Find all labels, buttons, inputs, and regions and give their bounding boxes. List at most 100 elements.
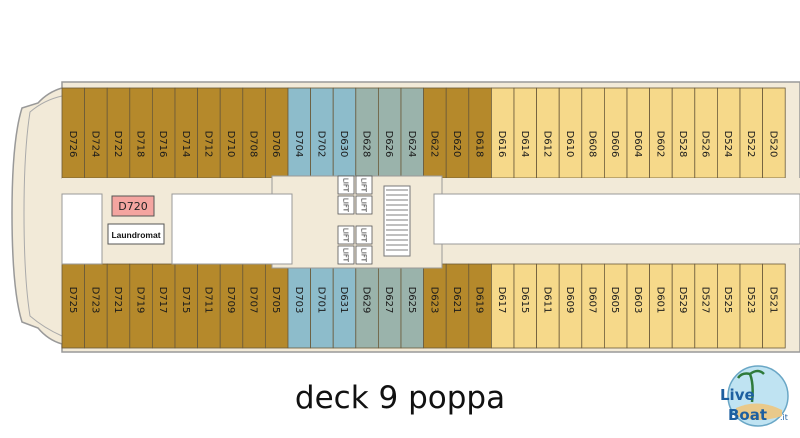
cabin-label: D523 (745, 287, 756, 314)
cabin-d603: D603 (626, 263, 651, 349)
cabin-box (762, 263, 786, 349)
cabin-d615: D615 (513, 263, 538, 349)
cabin-d631: D631 (332, 263, 357, 349)
cabin-label: D614 (519, 131, 530, 158)
cabin-label: D520 (767, 131, 778, 158)
cabin-d608: D608 (581, 87, 605, 179)
cabin-d528: D528 (671, 87, 696, 179)
cabin-d529: D529 (671, 263, 696, 349)
lift-label: LIFT (342, 178, 350, 193)
cabin-label: D608 (587, 131, 598, 158)
liveboat-logo[interactable]: Live Boat .it (716, 358, 798, 432)
cabin-label: D704 (293, 131, 304, 158)
lift-box (337, 195, 355, 215)
cabin-label: D706 (270, 131, 281, 158)
cabin-label: D701 (315, 287, 326, 314)
cabin-label: D527 (700, 287, 711, 314)
cabin-d618: D618 (468, 87, 492, 179)
cabin-d527: D527 (694, 263, 718, 349)
cabin-label: D726 (67, 131, 78, 158)
cabin-label: D717 (157, 287, 168, 314)
cabin-label: D623 (428, 287, 439, 314)
cabin-label: D709 (225, 287, 236, 314)
cabin-d708: D708 (242, 87, 266, 179)
cabin-d626: D626 (377, 87, 402, 179)
cabin-label: D622 (428, 131, 439, 158)
cabin-label: D702 (315, 131, 326, 158)
cabin-d521: D521 (762, 263, 786, 349)
cabin-label: D601 (654, 287, 665, 314)
cabin-label: D529 (677, 287, 688, 314)
staircase (383, 185, 411, 257)
cabin-d625: D625 (400, 263, 425, 349)
cabin-label: D719 (135, 287, 146, 314)
island-icon (736, 403, 782, 420)
logo-text-live: Live (720, 386, 755, 404)
cabin-label: D525 (722, 287, 733, 314)
cabin-d630: D630 (332, 87, 357, 179)
cabin-label: D621 (451, 287, 462, 314)
cabin-d725: D725 (61, 263, 86, 349)
cabin-d523: D523 (739, 263, 764, 349)
cabin-d623: D623 (423, 263, 447, 349)
cabin-d617: D617 (490, 263, 515, 349)
forward-void (433, 193, 800, 245)
cabin-label: D605 (609, 287, 620, 314)
cabin-label: D724 (89, 131, 100, 158)
cabin-d602: D602 (649, 87, 673, 179)
cabin-label: D606 (609, 131, 620, 158)
cabin-d605: D605 (604, 263, 628, 349)
cabin-label: D723 (89, 287, 100, 314)
cabin-label: D607 (587, 287, 598, 314)
cabin-d627: D627 (377, 263, 402, 349)
logo-text-boat: Boat (728, 406, 767, 424)
cabin-d629: D629 (355, 263, 379, 349)
hull-inner-line (23, 95, 63, 337)
lift-label: LIFT (360, 178, 368, 193)
cabin-label: D618 (474, 131, 485, 158)
laundromat (107, 223, 165, 245)
cabin-label: D624 (406, 131, 417, 158)
cabin-label: D526 (700, 131, 711, 158)
cabin-d610: D610 (558, 87, 583, 179)
cabin-label: D631 (338, 287, 349, 314)
cabin-d719: D719 (129, 263, 153, 349)
palm-icon (736, 369, 765, 403)
cabin-label: D703 (293, 287, 304, 314)
cabin-d616: D616 (490, 87, 515, 179)
cabin-d705: D705 (264, 263, 289, 349)
cabin-d620: D620 (445, 87, 470, 179)
lift-box (355, 195, 373, 215)
lift-box (355, 225, 373, 245)
cabin-d711: D711 (197, 263, 221, 349)
cabin-label: D712 (202, 131, 213, 158)
cabin-label: D722 (112, 131, 123, 158)
cabin-d704: D704 (287, 87, 312, 179)
cabin-d609: D609 (558, 263, 583, 349)
lift-box (355, 245, 373, 265)
cabin-label: D611 (541, 287, 552, 314)
central-void (171, 193, 293, 265)
cabin-label: D603 (632, 287, 643, 314)
logo-text-it: .it (780, 413, 788, 422)
deck-caption: deck 9 poppa (294, 380, 506, 416)
cabin-d526: D526 (694, 87, 718, 179)
cabin-label: D604 (632, 131, 643, 158)
lift-label: LIFT (342, 228, 350, 243)
cabin-d606: D606 (604, 87, 628, 179)
cabin-d722: D722 (106, 87, 131, 179)
cabin-label: D714 (180, 131, 191, 158)
cabin-label: D626 (383, 131, 394, 158)
cabin-d716: D716 (151, 87, 176, 179)
cabin-d720 (111, 195, 155, 217)
cabin-d710: D710 (219, 87, 244, 179)
cabin-d724: D724 (84, 87, 108, 179)
cabin-label: D612 (541, 131, 552, 158)
cabin-label: D721 (112, 287, 123, 314)
cabin-d720-label: D720 (118, 200, 147, 213)
lift-box (355, 175, 373, 195)
cabin-d604: D604 (626, 87, 651, 179)
